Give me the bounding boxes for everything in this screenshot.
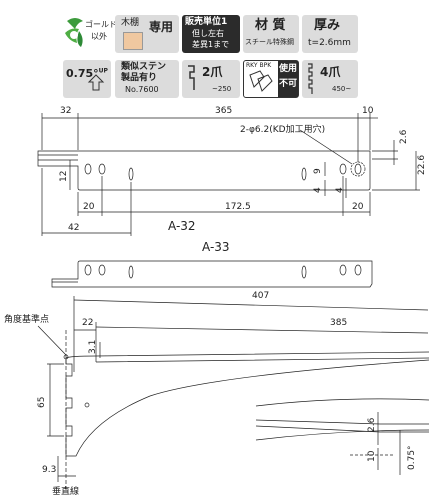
up-sup: UP	[98, 67, 108, 75]
wood-top: 木棚	[121, 18, 140, 28]
dim-line-407	[73, 299, 429, 311]
green-logo-icon	[65, 18, 83, 47]
unit-line1: 販売単位1	[185, 17, 228, 27]
detail-dim-26: 2.6	[367, 417, 377, 432]
a33-slot-2	[301, 265, 307, 279]
a32-hole-3	[339, 163, 347, 175]
dim-385: 385	[330, 318, 347, 328]
a33-bracket-outline	[51, 260, 373, 288]
four-claw-label: 4爪	[320, 65, 341, 79]
a33-hole-3	[339, 264, 347, 276]
rkybpk-label: RKY BPK	[246, 62, 272, 69]
dim-93: 9.3	[42, 465, 56, 475]
gold-line1: ゴールド	[85, 20, 117, 29]
up-arrow-icon	[87, 74, 105, 91]
side-pin-hole	[84, 402, 90, 408]
a32-hole-callout	[350, 161, 366, 177]
up-value: 0.75°UP	[66, 68, 108, 79]
material-title: 材 質	[255, 18, 286, 33]
two-claw-badge: 2爪 ~250	[182, 60, 240, 98]
not-usable-badge: RKY BPK 使用 不可	[243, 60, 299, 98]
dim-31: 3.1	[88, 340, 98, 354]
dim-4a: 4	[313, 187, 323, 193]
four-claw-badge: 4爪 450~	[302, 60, 358, 98]
material-badge: 材 質 スチール特殊鋼	[243, 15, 299, 53]
detail-dim-10: 10	[367, 450, 377, 462]
wood-right: 専用	[149, 20, 174, 34]
dim-20a: 20	[83, 202, 95, 212]
dim-226: 22.6	[417, 155, 427, 175]
thickness-title: 厚み	[314, 18, 341, 33]
dim-365: 365	[215, 106, 232, 116]
a33-hole-1	[84, 264, 92, 276]
dim-line-385	[95, 326, 429, 334]
a32-hole-1	[84, 163, 92, 175]
a33-hole-4	[354, 264, 362, 276]
dim-12: 12	[59, 171, 69, 182]
side-bracket-body	[65, 358, 429, 457]
detail-dim-075: 0.75°	[407, 445, 417, 470]
a32-hole-4	[354, 163, 362, 175]
dim-407: 407	[252, 291, 269, 301]
dim-65: 65	[37, 397, 47, 408]
a32-slot-2	[301, 167, 307, 181]
dim-4b: 4	[335, 187, 345, 193]
dim-9: 9	[313, 168, 323, 174]
thickness-badge: 厚み t=2.6mm	[302, 15, 358, 53]
similar-product-badge: 類似ステン 製品有り No.7600	[115, 60, 179, 98]
a33-hole-2	[98, 264, 106, 276]
sales-unit-badge: 販売単位1 但し左右 差異1まで	[182, 15, 240, 53]
dim-20b: 20	[352, 202, 364, 212]
gold-line2: 以外	[91, 32, 107, 41]
material-sub: スチール特殊鋼	[245, 38, 294, 46]
unit-line2: 但し左右	[192, 29, 224, 38]
vertical-line-label: 垂直線	[52, 485, 79, 497]
up-value-text: 0.75°	[66, 67, 99, 80]
two-claw-icon	[188, 65, 195, 90]
gold-badge: ゴールド 以外	[63, 15, 117, 53]
similar-line3: No.7600	[125, 85, 159, 94]
four-claw-icon	[308, 63, 313, 94]
hole-leader	[299, 129, 353, 165]
label-a33: A-33	[202, 240, 230, 254]
notuse-line2: 不可	[279, 79, 298, 89]
not-usable-block: 使用 不可	[278, 61, 298, 97]
a33-slot-1	[128, 265, 134, 279]
unit-line3: 差異1まで	[192, 40, 230, 49]
dim-1725: 172.5	[225, 202, 251, 212]
detail-shelf	[255, 419, 429, 433]
wood-only-badge: 木棚 専用	[115, 15, 179, 53]
a32-bracket-outline	[37, 150, 371, 191]
bracket-shape-icon	[249, 70, 273, 92]
dim-10: 10	[362, 106, 374, 116]
side-shelf-top	[65, 351, 429, 363]
hole-spec: 2-φ6.2(KD加工用穴)	[240, 123, 325, 135]
angle-up-badge: 0.75°UP	[63, 60, 111, 98]
notuse-line1: 使用	[279, 64, 298, 74]
ref-point-label: 角度基準点	[4, 313, 49, 325]
wood-swatch-icon	[123, 32, 143, 50]
label-a32: A-32	[168, 219, 196, 233]
a32-hole-2	[98, 163, 106, 175]
a32-slot-1	[128, 167, 134, 181]
four-claw-sub: 450~	[332, 85, 352, 93]
detail-circle-edge	[255, 398, 429, 441]
dim-32: 32	[60, 106, 71, 116]
dim-26: 2.6	[399, 129, 409, 144]
dim-42: 42	[68, 223, 79, 233]
two-claw-sub: ~250	[212, 85, 232, 93]
similar-line2: 製品有り	[121, 73, 158, 83]
ref-point-marker	[63, 354, 69, 360]
dim-22: 22	[82, 318, 93, 328]
similar-line1: 類似ステン	[121, 62, 167, 72]
ref-point-leader	[37, 325, 67, 356]
two-claw-label: 2爪	[202, 65, 223, 79]
thickness-sub: t=2.6mm	[308, 38, 351, 48]
